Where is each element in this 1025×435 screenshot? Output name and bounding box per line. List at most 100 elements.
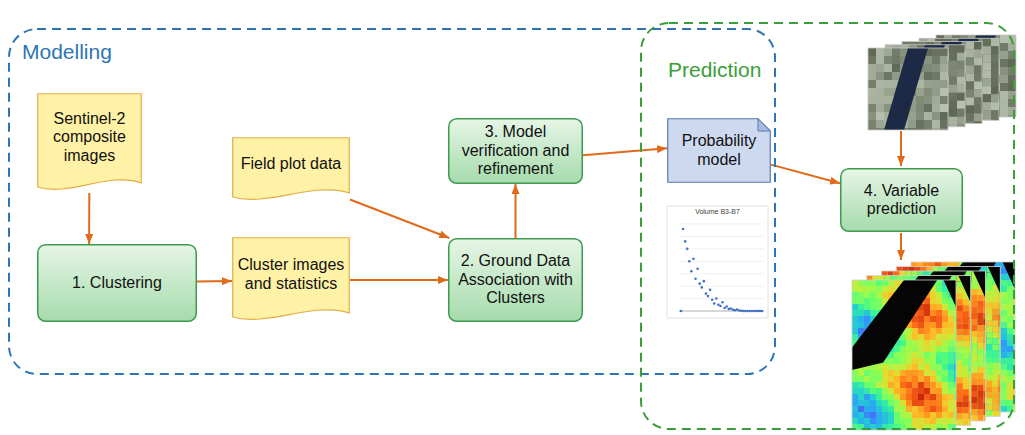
map-pixel (992, 411, 998, 417)
map-pixel (992, 369, 998, 375)
image-pixel (1000, 75, 1008, 83)
map-pixel (972, 295, 978, 301)
map-pixel (1001, 280, 1007, 286)
map-pixel (978, 409, 984, 415)
image-pixel (940, 120, 948, 128)
image-pixel (1000, 43, 1008, 51)
satellite-image (919, 38, 999, 120)
image-pixel (932, 120, 940, 128)
image-pixel (892, 64, 900, 72)
image-pixel (966, 106, 974, 114)
map-mask (973, 271, 985, 298)
map-pixel (978, 343, 984, 349)
map-pixel (972, 349, 978, 355)
image-shadow (884, 48, 928, 130)
map-pixel (972, 391, 978, 397)
map-pixel (978, 373, 984, 379)
map-pixel (978, 361, 984, 367)
image-pixel (983, 46, 991, 54)
map-pixel (1007, 316, 1013, 322)
image-pixel (983, 38, 991, 46)
map-pixel (978, 325, 984, 331)
map-pixel (972, 331, 978, 337)
image-pixel (949, 85, 957, 93)
image-pixel (983, 102, 991, 110)
map-pixel (986, 345, 992, 351)
map-pixel (1007, 304, 1013, 310)
image-pixel (949, 45, 957, 53)
image-pixel (991, 70, 999, 78)
image-pixel (884, 48, 892, 56)
map-pixel (1001, 352, 1007, 358)
image-pixel (966, 90, 974, 98)
image-pixel (876, 88, 884, 96)
image-pixel (966, 74, 974, 82)
map-pixel (992, 309, 998, 315)
image-pixel (991, 94, 999, 102)
satellite-image (868, 48, 948, 130)
image-pixel (940, 96, 948, 104)
map-pixel (978, 397, 984, 403)
image-pixel (932, 64, 940, 72)
image-pixel (966, 82, 974, 90)
image-pixel (1000, 51, 1008, 59)
image-pixel (949, 77, 957, 85)
map-pixel (972, 397, 978, 403)
map-pixel (1001, 334, 1007, 340)
image-pixel (966, 58, 974, 66)
map-pixel (1007, 400, 1013, 406)
map-pixel (986, 369, 992, 375)
image-pixel (892, 72, 900, 80)
map-pixel (972, 403, 978, 409)
map-pixel (1001, 364, 1007, 370)
image-pixel (884, 72, 892, 80)
image-pixel (991, 62, 999, 70)
image-pixel (924, 72, 932, 80)
image-pixel (974, 114, 982, 122)
image-pixel (868, 72, 876, 80)
map-pixel (1001, 316, 1007, 322)
map-pixel (992, 297, 998, 303)
map-pixel (972, 415, 978, 421)
image-pixel (949, 109, 957, 117)
image-pixel (949, 69, 957, 77)
map-pixel (972, 337, 978, 343)
image-pixel (884, 80, 892, 88)
map-pixel (1007, 286, 1013, 292)
image-pixel (884, 56, 892, 64)
image-pixel (957, 85, 965, 93)
image-pixel (868, 112, 876, 120)
map-pixel (986, 387, 992, 393)
map-pixel (978, 355, 984, 361)
image-pixel (868, 104, 876, 112)
image-pixel (974, 58, 982, 66)
map-pixel (986, 309, 992, 315)
map-pixel (978, 403, 984, 409)
image-pixel (940, 80, 948, 88)
map-pixel (1001, 340, 1007, 346)
map-pixel (972, 367, 978, 373)
map-pixel (986, 333, 992, 339)
image-pixel (966, 50, 974, 58)
map-pixel (986, 291, 992, 297)
satellite-image-stack (868, 35, 1016, 136)
map-pixel (978, 307, 984, 313)
map-pixel (992, 327, 998, 333)
map-pixel (1001, 304, 1007, 310)
image-pixel (892, 48, 900, 56)
satellite-image (885, 45, 965, 127)
map-pixel (1001, 400, 1007, 406)
image-pixel (916, 120, 924, 128)
image-pixel (932, 112, 940, 120)
map-pixel (986, 285, 992, 291)
map-pixel (978, 337, 984, 343)
image-pixel (966, 98, 974, 106)
map-pixel (986, 315, 992, 321)
map-pixel (992, 291, 998, 297)
map-pixel (986, 363, 992, 369)
image-pixel (876, 120, 884, 128)
image-pixel (940, 88, 948, 96)
map-pixel (986, 393, 992, 399)
map-pixel (972, 361, 978, 367)
map-pixel (986, 381, 992, 387)
